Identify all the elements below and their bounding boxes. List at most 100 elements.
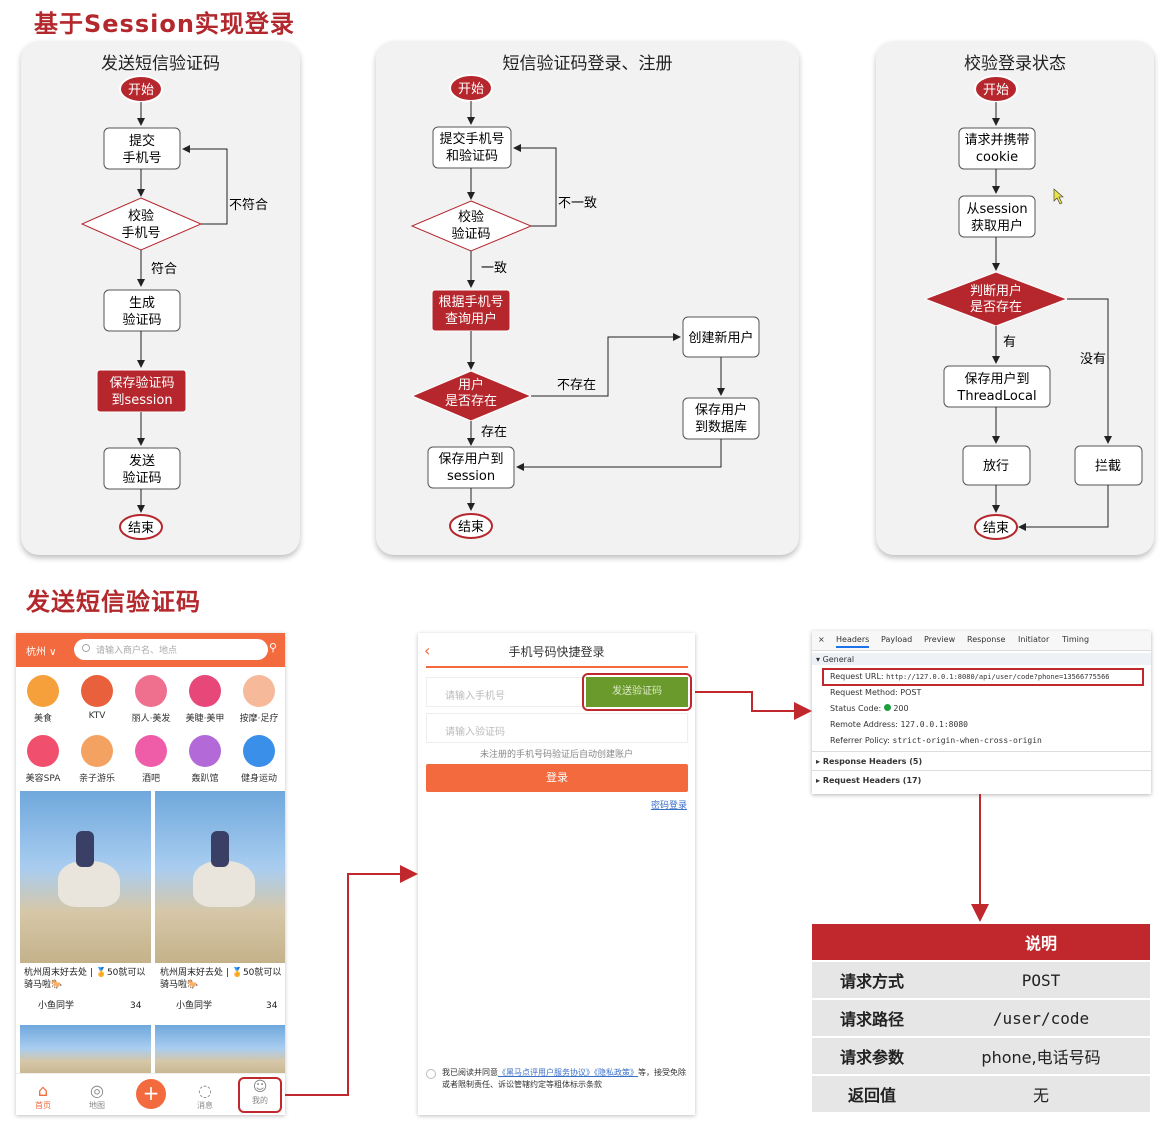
tab-messages[interactable]: ◌消息 [197,1081,213,1110]
table-header: 说明 [932,924,1150,960]
user-icon[interactable]: ⚲ [268,641,277,654]
feed-image[interactable] [20,791,151,963]
save-session-label-2: session [447,469,495,484]
category-label: 美容SPA [25,774,61,784]
tab-initiator[interactable]: Initiator [1018,635,1050,644]
start-label: 开始 [458,82,484,97]
devtools-tabbar [812,631,1151,651]
flow-panel-send-code: 发送短信验证码 开始 提交 手机号 校验 手机号 不符合 符合 生成 验证码 保… [21,41,300,555]
category-item[interactable]: 健身运动 [232,735,285,784]
create-label: 创建新用户 [688,330,753,346]
send-code-node [103,447,181,490]
table-row: 请求路径/user/code [812,1000,1150,1036]
rider-shape [211,831,229,867]
submit-label-2: 和验证码 [446,148,498,164]
category-item[interactable]: 轰趴馆 [178,735,232,784]
flow-title: 发送短信验证码 [101,54,220,74]
check-label-2: 验证码 [451,226,490,242]
category-icon [27,735,59,767]
not-exists-label: 不存在 [557,378,596,393]
mismatch-label: 不一致 [558,196,597,211]
response-headers-toggle[interactable]: ▸ Response Headers (5) [816,757,923,766]
tab-mine[interactable]: ☺我的 [238,1077,282,1113]
privacy-policy-link[interactable]: 《隐私政策》 [594,1068,638,1077]
tab-headers[interactable]: Headers [836,635,870,648]
start-label: 开始 [983,83,1009,98]
save-db-label-1: 保存用户 [695,402,747,418]
tab-map[interactable]: ◎地图 [89,1081,105,1110]
gen-code-node [103,289,181,332]
exists-q-label-1: 用户 [458,377,484,393]
category-label: 美睫·美甲 [185,714,225,724]
status-dot-icon [883,704,891,711]
horse-shape [58,861,120,907]
city-selector[interactable]: 杭州 ∨ [26,647,57,658]
agreement-checkbox[interactable] [426,1069,436,1079]
arrow-login-to-devtools [695,691,812,720]
flowchart-login: 开始 提交手机号 和验证码 校验 验证码 不一致 一致 根据手机号 查询用户 用… [410,74,760,539]
feed-image[interactable] [155,791,285,963]
tab-timing[interactable]: Timing [1062,635,1090,644]
general-section-bar [812,653,1151,665]
save-session-label-1: 保存用户到 [438,451,503,467]
section-title-sms: 发送短信验证码 [26,588,201,616]
close-icon[interactable]: × [818,635,825,644]
end-node [119,514,163,540]
back-icon[interactable]: ‹ [424,641,431,660]
feed-image[interactable] [155,1025,285,1077]
table-row: 返回值无 [812,1076,1150,1112]
password-login-link[interactable]: 密码登录 [650,801,687,811]
category-item[interactable]: 酒吧 [124,735,178,784]
service-agreement-link[interactable]: 《黑马点评用户服务协议》 [498,1068,594,1077]
send-label-1: 发送 [129,453,155,469]
category-icon [27,675,59,707]
tab-payload[interactable]: Payload [881,635,913,644]
tab-add[interactable]: + [126,1079,176,1109]
ok-label: 符合 [151,261,177,277]
request-url-row: Request URL: http://127.0.0.1:8080/api/u… [830,672,1110,681]
search-input[interactable]: 请输入商户名、地点 [74,639,268,660]
general-section-toggle[interactable]: ▾ General [816,655,855,664]
save-label-1: 保存验证码 [109,375,174,391]
match-label: 一致 [481,261,507,276]
login-screen: ‹ 手机号码快捷登录 请输入手机号 发送验证码 请输入验证码 未注册的手机号码验… [418,633,695,1115]
category-item[interactable]: 按摩·足疗 [232,675,285,724]
judge-label-2: 是否存在 [970,300,1022,315]
flowchart-check-login: 开始 请求并携带 cookie 从session 获取用户 判断用户 是否存在 … [923,75,1143,540]
code-input[interactable]: 请输入验证码 [426,713,688,743]
submit-phone-node [103,127,181,170]
request-headers-toggle[interactable]: ▸ Request Headers (17) [816,776,922,785]
check-code-node [410,200,533,252]
send-code-highlight [582,673,692,711]
query-label-2: 查询用户 [445,311,497,327]
category-item[interactable]: 美食 [16,675,70,724]
tab-home[interactable]: ⌂首页 [35,1081,51,1110]
send-label-2: 验证码 [122,470,161,486]
category-item[interactable]: 丽人·美发 [124,675,178,724]
save-db-label-2: 到数据库 [695,419,747,435]
gen-label-1: 生成 [129,296,155,311]
send-code-button[interactable]: 发送验证码 [586,677,688,707]
pass-label: 放行 [983,459,1009,474]
category-item[interactable]: 美睫·美甲 [178,675,232,724]
table-header-row: 说明 [812,924,1150,960]
submit-phone-code-node [432,126,512,169]
horse-shape [193,861,255,907]
page-title: 基于Session实现登录 [34,10,295,38]
category-label: 丽人·美发 [131,714,171,724]
feed-author: 小鱼同学 [176,1001,213,1011]
tab-preview[interactable]: Preview [924,635,956,644]
exists-q-label-2: 是否存在 [445,394,497,409]
save-tl-label-2: ThreadLocal [956,389,1036,404]
submit-label-1: 提交 [129,133,155,149]
feed-image[interactable] [20,1025,151,1077]
category-item[interactable]: 亲子游乐 [70,735,124,784]
category-item[interactable]: KTV [70,675,124,721]
login-button[interactable]: 登录 [426,764,688,792]
check-label-2: 手机号 [121,226,160,241]
category-item[interactable]: 美容SPA [16,735,70,784]
tab-response[interactable]: Response [967,635,1006,644]
check-label-1: 校验 [128,208,154,224]
